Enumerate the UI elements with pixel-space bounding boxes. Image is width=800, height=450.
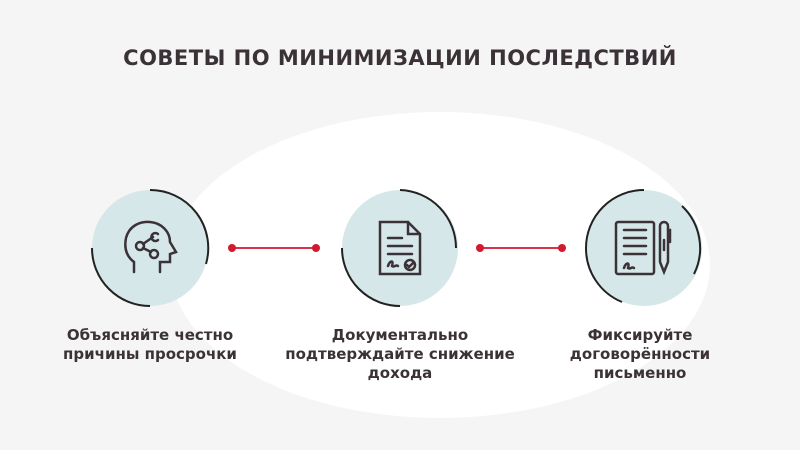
step-2-circle: [341, 189, 458, 307]
page-title: СОВЕТЫ ПО МИНИМИЗАЦИИ ПОСЛЕДСТВИЙ: [123, 46, 677, 70]
connector-2: [476, 244, 566, 252]
step-2-label: Документально подтверждайте снижение дох…: [285, 326, 515, 382]
head-share-icon: [124, 220, 178, 274]
document-check-icon: [378, 220, 422, 276]
step-1-label: Объясняйте честно причины просрочки: [63, 326, 237, 363]
connector-1: [228, 244, 320, 252]
step-3-label: Фиксируйте договорённости письменно: [569, 326, 711, 382]
step-1-circle: [91, 188, 210, 307]
document-pen-icon: [614, 220, 672, 276]
step-3-circle: [584, 189, 702, 306]
